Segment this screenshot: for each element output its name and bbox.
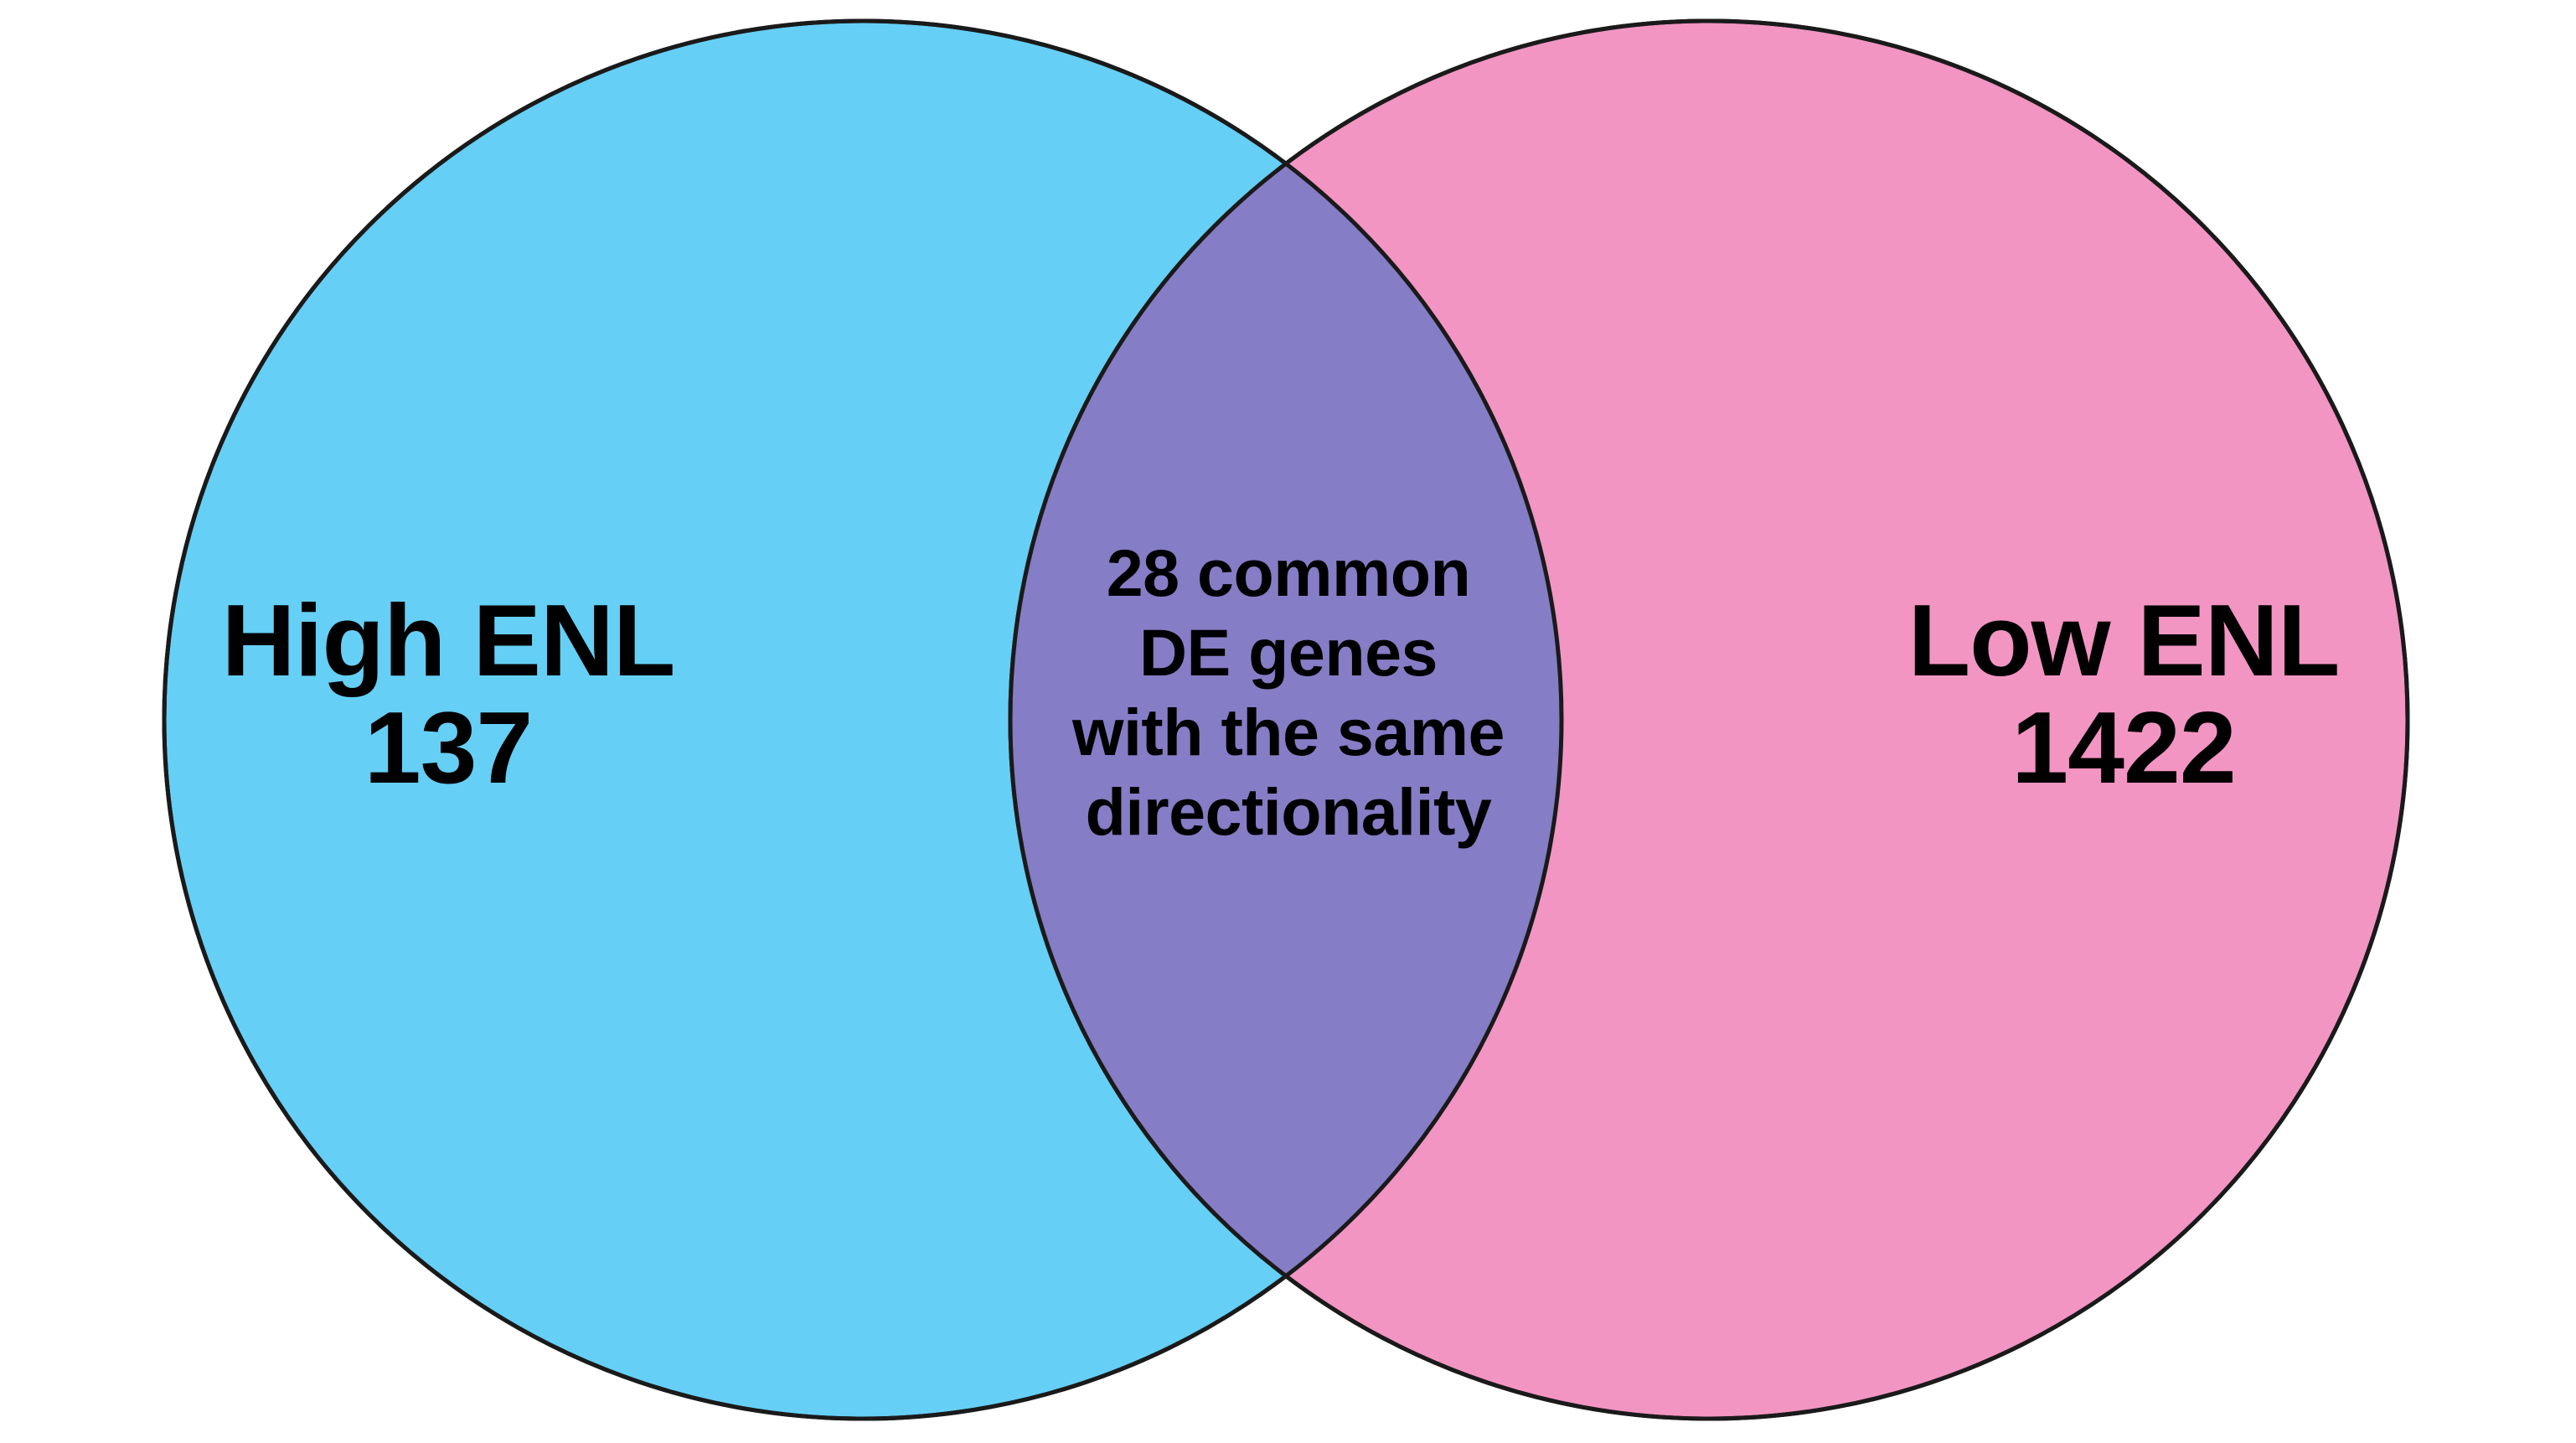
intersection-fill: [1010, 21, 1562, 1419]
intersection-line-4: directionality: [1085, 774, 1492, 849]
right-set-count: 1422: [2011, 690, 2236, 804]
left-set-name: High ENL: [221, 583, 676, 697]
intersection-label: 28 common DE genes with the same directi…: [978, 533, 1598, 851]
left-set-label: High ENL 137: [50, 587, 846, 801]
intersection-region: [1010, 21, 1562, 1419]
right-set-name: Low ENL: [1907, 583, 2341, 697]
intersection-line-2: DE genes: [1138, 615, 1438, 690]
left-set-count: 137: [364, 690, 534, 804]
intersection-line-1: 28 common: [1106, 535, 1471, 610]
right-set-outline: [1008, 18, 2410, 1421]
left-set-outline: [162, 18, 1564, 1421]
right-set-label: Low ENL 1422: [1726, 587, 2522, 801]
intersection-line-3: with the same: [1072, 695, 1505, 769]
